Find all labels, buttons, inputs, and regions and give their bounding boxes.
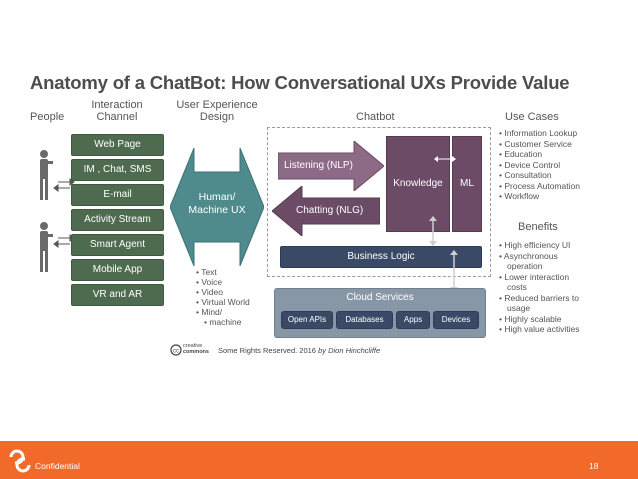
people-header: People: [30, 111, 65, 123]
ux-design-header: User Experience Design: [176, 99, 258, 123]
footer-bar: [0, 441, 638, 479]
use-cases-header: Use Cases: [505, 111, 559, 123]
people-figures-icon: [40, 150, 75, 272]
listening-arrow: [278, 141, 384, 191]
benefit-item: Reduced barriers to: [499, 293, 579, 304]
use-case-item: Device Control: [499, 160, 580, 171]
cc-icon: cc: [170, 344, 182, 356]
svg-text:cc: cc: [173, 349, 179, 355]
use-case-item: Customer Service: [499, 139, 580, 150]
cloud-item-databases: Databases: [336, 311, 393, 329]
slide-title: Anatomy of a ChatBot: How Conversational…: [30, 72, 570, 93]
ux-item: Voice: [196, 277, 250, 287]
benefit-item: Asynchronous: [499, 251, 579, 262]
benefits-header: Benefits: [518, 221, 558, 233]
use-cases-list: Information Lookup Customer Service Educ…: [499, 128, 580, 202]
benefit-item-cont: operation: [507, 261, 543, 271]
channel-activity-stream: Activity Stream: [71, 209, 164, 231]
chatbot-container: [267, 127, 491, 277]
cloud-item-devices: Devices: [433, 311, 479, 329]
company-logo-icon: [9, 449, 31, 473]
ux-item: Text: [196, 267, 250, 277]
ux-item: Video: [196, 287, 250, 297]
benefit-item: High value activities: [499, 324, 579, 335]
chatting-arrow: [272, 186, 380, 236]
benefits-list: High efficiency UI Asynchronous operatio…: [499, 240, 580, 335]
cloud-services-title: Cloud Services: [346, 292, 414, 303]
interaction-channel-header: Interaction Channel: [91, 99, 143, 123]
knowledge-ml-arrow-icon: [434, 156, 456, 162]
confidential-label: Confidential: [35, 461, 80, 471]
use-case-item: Information Lookup: [499, 128, 580, 139]
knowledge-box: Knowledge: [386, 136, 450, 232]
ml-box: ML: [452, 136, 482, 232]
creative-commons-logo: cc creative commons: [170, 343, 214, 357]
use-case-item: Education: [499, 149, 580, 160]
channel-web-page: Web Page: [71, 134, 164, 156]
business-cloud-arrow-icon: [450, 250, 458, 292]
channel-vr-ar: VR and AR: [71, 284, 164, 306]
channel-smart-agent: Smart Agent: [71, 234, 164, 256]
human-machine-ux-arrow: [170, 148, 264, 266]
benefit-item-cont: usage: [507, 303, 531, 313]
ux-item: Mind/: [196, 307, 250, 317]
human-machine-ux-label: Human/ Machine UX: [188, 191, 246, 216]
use-case-item: Workflow: [499, 191, 580, 202]
ux-item: machine: [196, 317, 250, 327]
channel-mobile-app: Mobile App: [71, 259, 164, 281]
chatting-label: Chatting (NLG): [296, 205, 364, 216]
knowledge-business-arrow-icon: [429, 216, 437, 246]
benefit-item-cont: costs: [507, 282, 527, 292]
benefit-item: Highly scalable: [499, 314, 579, 325]
ux-item: Virtual World: [196, 297, 249, 307]
benefit-item: High efficiency UI: [499, 240, 579, 251]
cloud-item-open-apis: Open APIs: [281, 311, 333, 329]
credit-text: Some Rights Reserved. 2016 by Dion Hinch…: [218, 346, 381, 355]
business-logic-bar: Business Logic: [280, 246, 482, 268]
ux-modalities-list: Text Voice Video Virtual World Mind/ mac…: [196, 267, 250, 327]
channel-email: E-mail: [71, 184, 164, 206]
channel-im-chat-sms: IM , Chat, SMS: [71, 159, 164, 181]
use-case-item: Consultation: [499, 170, 580, 181]
listening-label: Listening (NLP): [284, 160, 353, 171]
benefit-item: Lower interaction: [499, 272, 579, 283]
use-case-item: Process Automation: [499, 181, 580, 192]
chatbot-header: Chatbot: [356, 111, 395, 123]
page-number: 18: [589, 461, 599, 471]
cloud-item-apps: Apps: [396, 311, 430, 329]
